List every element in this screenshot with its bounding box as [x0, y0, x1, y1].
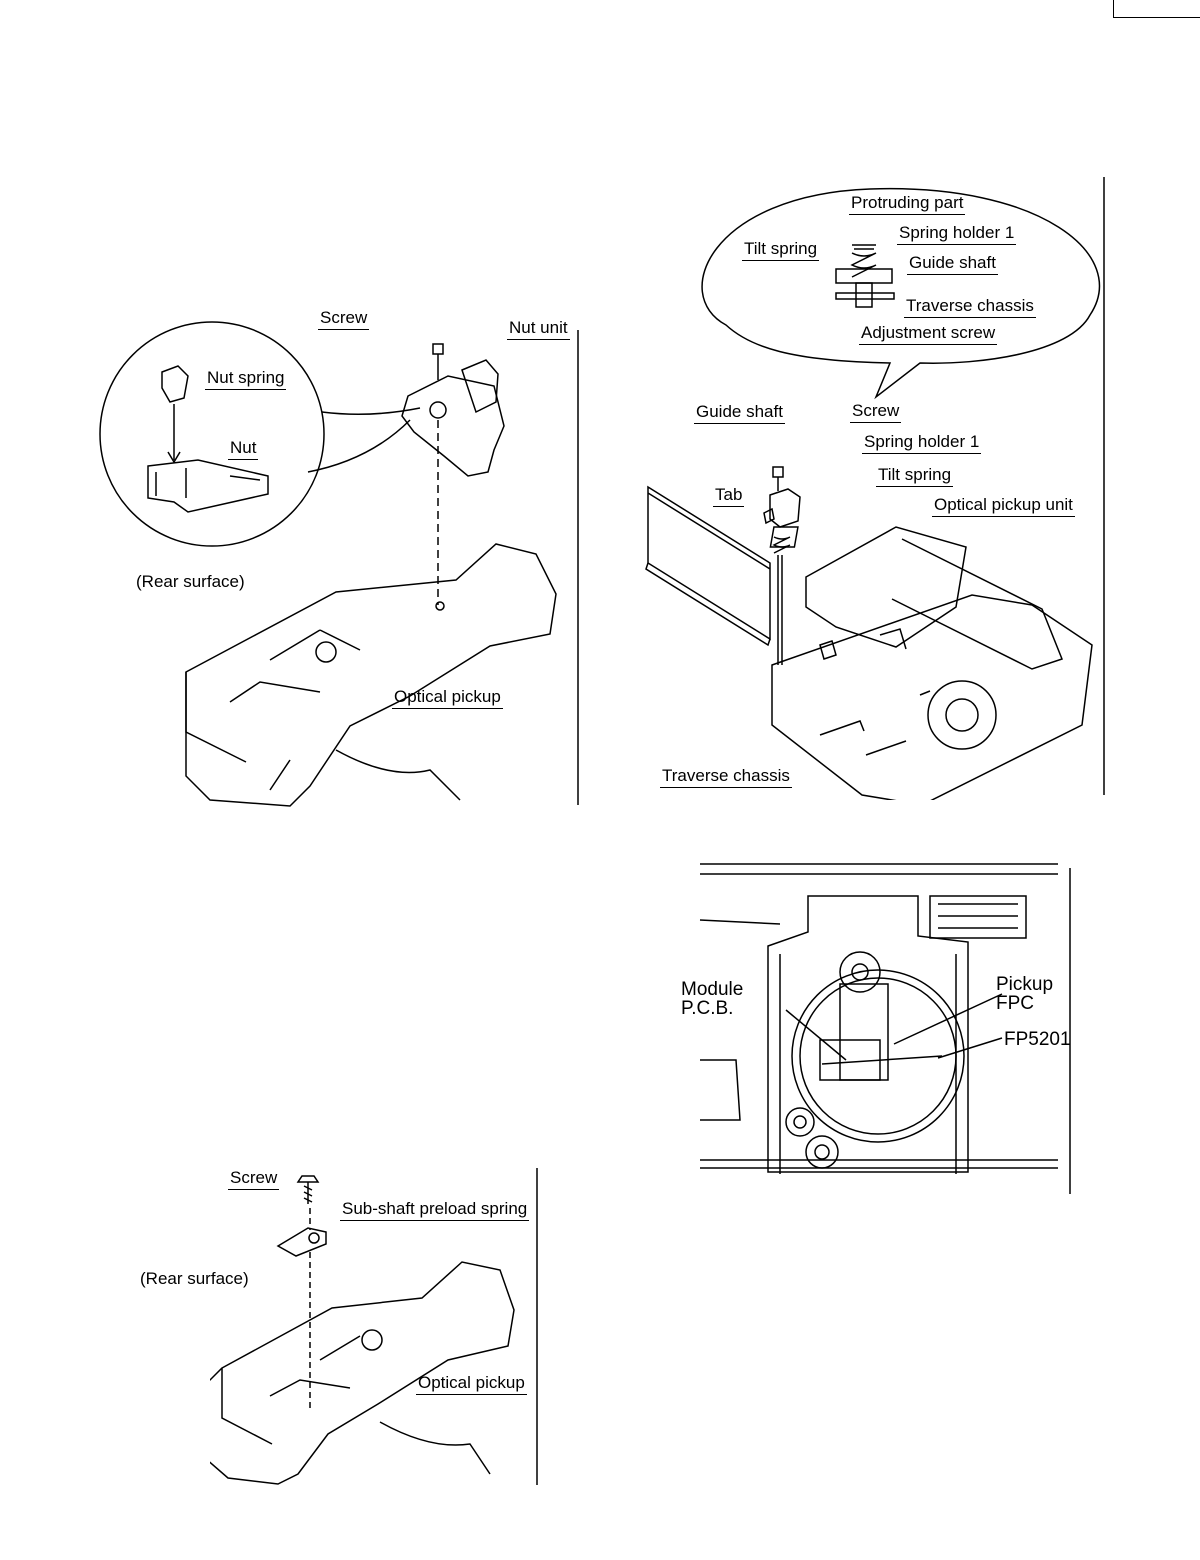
leader-module	[785, 1009, 847, 1061]
nut-unit-tower	[461, 359, 499, 414]
page-corner-box	[1113, 0, 1200, 18]
callout-label-tilt-spring: Tilt spring	[742, 239, 820, 261]
tilt-spring-drawing	[645, 177, 1105, 800]
base-boss	[315, 641, 337, 663]
screw-head	[772, 466, 784, 478]
guide-shaft-bar	[647, 485, 771, 641]
label-screw: Screw	[228, 1168, 280, 1190]
nut-unit-body	[401, 375, 505, 477]
label-optical-pickup: Optical pickup	[416, 1373, 527, 1395]
nut-shape	[147, 459, 269, 513]
side-rail	[699, 919, 781, 1121]
optical-pickup-base	[210, 1261, 515, 1485]
fp5201-line	[821, 1055, 943, 1065]
screw-head	[296, 1175, 320, 1183]
preload-spring-shape	[276, 1227, 327, 1257]
label-screw: Screw	[318, 308, 370, 330]
gear-small	[805, 1135, 839, 1169]
label-screw: Screw	[850, 401, 902, 423]
optical-pickup-unit	[805, 526, 967, 648]
base-boss	[361, 1329, 383, 1351]
pickup-fpc	[839, 983, 889, 1081]
guide-shaft-edge	[645, 562, 771, 647]
callout-label-guide-shaft: Guide shaft	[907, 253, 998, 275]
label-optical-pickup: Optical pickup	[392, 687, 503, 709]
nut-unit-drawing	[99, 321, 579, 807]
turntable-hub	[945, 698, 979, 732]
label-module: Module	[681, 979, 744, 1000]
callout-label-adjustment-screw: Adjustment screw	[859, 323, 998, 345]
screw-head	[432, 343, 444, 355]
tilt-spring-coil	[772, 536, 791, 554]
callout-label-protruding-part: Protruding part	[849, 193, 966, 215]
gear-large	[785, 1107, 815, 1137]
chassis-detail	[819, 628, 931, 696]
leader-pickup	[893, 993, 1003, 1045]
disc-ring-inner	[799, 977, 957, 1135]
detail-tail	[321, 407, 421, 415]
arrow-head	[167, 451, 181, 464]
module-pcb-drawing	[699, 863, 1071, 1194]
nut-unit-hole	[429, 401, 447, 419]
gear-large-hub	[793, 1115, 807, 1129]
base-hole	[435, 601, 445, 611]
base-detail	[185, 629, 361, 763]
callout-label-traverse-chassis: Traverse chassis	[904, 296, 1036, 318]
connector-pins	[938, 903, 1018, 929]
label-rear-surface: (Rear surface)	[136, 572, 245, 591]
disc-ring-outer	[791, 969, 965, 1143]
spindle	[839, 951, 881, 993]
callout-screw-body	[855, 282, 873, 308]
label-sub-shaft-preload-spring: Sub-shaft preload spring	[340, 1199, 530, 1221]
pickup-cable	[379, 1421, 491, 1475]
nut-spring-shape	[161, 365, 189, 403]
label-spring-holder-1: Spring holder 1	[862, 432, 982, 454]
pickup-cable	[335, 749, 461, 801]
preload-spring-drawing	[210, 1168, 538, 1485]
pickup-fpc-ribbon	[891, 538, 1063, 670]
callout-label-spring-holder-1: Spring holder 1	[897, 223, 1017, 245]
callout-chassis	[835, 292, 895, 300]
turntable	[927, 680, 997, 750]
label-pickup: Pickup	[996, 974, 1054, 995]
traverse-chassis-body	[771, 594, 1093, 800]
callout-spring	[850, 252, 877, 278]
label-nut-unit: Nut unit	[507, 318, 570, 340]
label-guide-shaft: Guide shaft	[694, 402, 785, 424]
nut-detail	[155, 468, 261, 498]
spring-holder	[769, 488, 801, 528]
label-rear-surface: (Rear surface)	[140, 1269, 249, 1288]
leader-fp5201	[937, 1037, 1003, 1059]
spindle-hub	[851, 963, 869, 981]
tab	[763, 507, 775, 525]
protruding-part	[852, 244, 876, 250]
pickup-foot	[269, 759, 291, 791]
label-fpc: FPC	[996, 993, 1034, 1014]
label-nut: Nut	[228, 438, 259, 460]
connector-block	[929, 895, 1027, 939]
base-detail	[221, 1335, 361, 1445]
mechanism-frame	[767, 895, 969, 1173]
pickup-lens-block	[769, 526, 799, 548]
label-pcb: P.C.B.	[681, 998, 734, 1019]
label-fp5201: FP5201	[1004, 1029, 1071, 1050]
callout-bubble	[701, 187, 1101, 400]
label-nut-spring: Nut spring	[205, 368, 287, 390]
label-tilt-spring: Tilt spring	[876, 465, 954, 487]
detail-circle	[99, 321, 325, 547]
chassis-cutouts	[819, 720, 907, 756]
optical-pickup-base	[185, 543, 557, 807]
label-tab: Tab	[713, 485, 745, 507]
detail-tail-2	[307, 419, 411, 473]
label-optical-pickup-unit: Optical pickup unit	[932, 495, 1075, 517]
screw-thread	[303, 1185, 313, 1203]
label-traverse-chassis: Traverse chassis	[660, 766, 792, 788]
preload-spring-hole	[308, 1232, 320, 1244]
gear-small-hub	[814, 1144, 830, 1160]
